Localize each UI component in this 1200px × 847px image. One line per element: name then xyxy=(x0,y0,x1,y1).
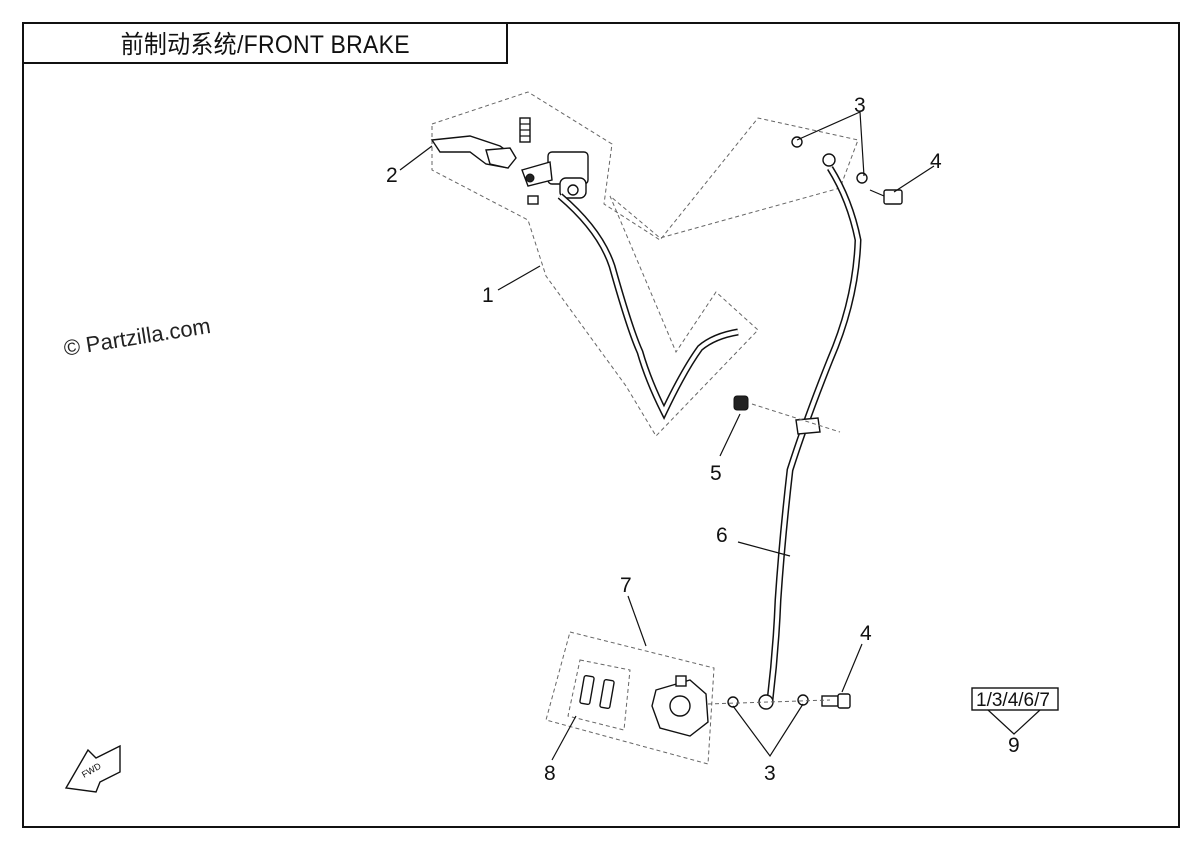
callout-1: 1 xyxy=(482,284,494,307)
callout-7: 7 xyxy=(620,574,632,597)
hose-clamp-bolt[interactable] xyxy=(733,395,749,411)
leader-4-top xyxy=(893,165,935,193)
callout-9: 9 xyxy=(1008,734,1020,757)
callout-4-top: 4 xyxy=(930,150,942,173)
leader-6 xyxy=(737,541,791,557)
leader-8 xyxy=(551,715,577,761)
brake-caliper[interactable] xyxy=(651,675,709,737)
page-title: 前制动系统/FRONT BRAKE xyxy=(120,31,410,59)
brake-pads-outline xyxy=(567,659,631,731)
leader-3-bottom xyxy=(732,703,804,758)
callout-6: 6 xyxy=(716,524,728,547)
drawing-border xyxy=(22,22,1180,828)
title-box: 前制动系统/FRONT BRAKE xyxy=(22,22,508,64)
nut[interactable] xyxy=(527,195,539,205)
brake-hose-6[interactable] xyxy=(751,153,862,710)
master-cylinder[interactable] xyxy=(521,151,589,199)
callout-5: 5 xyxy=(710,462,722,485)
caliper-group-outline xyxy=(545,631,715,765)
brake-lever[interactable] xyxy=(430,135,517,169)
leader-4-bottom xyxy=(841,643,863,693)
callout-3-top: 3 xyxy=(854,94,866,117)
banjo-bolt-bottom[interactable] xyxy=(821,693,851,709)
callout-2: 2 xyxy=(386,164,398,187)
callout-4-bottom: 4 xyxy=(860,622,872,645)
callout-3-bottom: 3 xyxy=(764,762,776,785)
leader-2 xyxy=(399,145,433,171)
callout-8: 8 xyxy=(544,762,556,785)
pivot-bolt[interactable] xyxy=(519,117,531,143)
leader-9 xyxy=(987,709,1041,735)
leader-1 xyxy=(497,265,541,291)
washer-bottom-1[interactable] xyxy=(727,696,739,708)
brake-hose-1[interactable] xyxy=(557,193,739,420)
washer-top-2[interactable] xyxy=(856,172,868,184)
leader-5 xyxy=(719,413,741,457)
master-cylinder-group-outline xyxy=(431,91,859,437)
brake-pads[interactable] xyxy=(579,674,615,710)
leader-3-top xyxy=(796,111,865,177)
forward-arrow-icon: FWD xyxy=(64,744,121,793)
kit-label-box xyxy=(971,687,1059,711)
leader-7 xyxy=(627,595,647,647)
banjo-bolt-top[interactable] xyxy=(869,189,903,205)
kit-label: 1/3/4/6/7 xyxy=(976,690,1050,711)
washer-bottom-2[interactable] xyxy=(797,694,809,706)
